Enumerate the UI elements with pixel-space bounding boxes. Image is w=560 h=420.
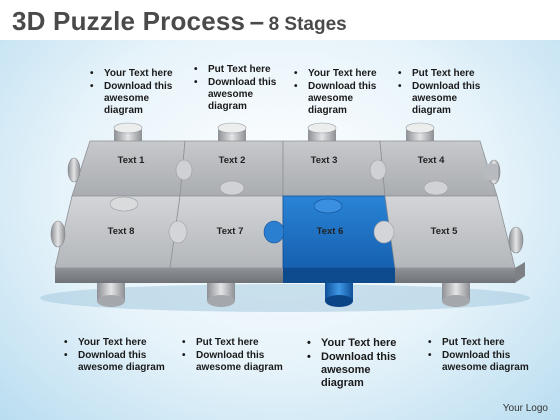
callout-bottom-1: Your Text here Download this awesome dia… — [62, 337, 166, 375]
piece-nub-blue — [313, 198, 343, 214]
peg-bottom-cap — [442, 295, 470, 307]
back-row — [71, 140, 498, 197]
callout-line: Put Text here — [192, 64, 288, 76]
peg-side-body — [484, 164, 498, 180]
callout-line: Put Text here — [180, 337, 284, 349]
piece-nub — [175, 159, 193, 181]
callout-line: Download this awesome diagram — [192, 77, 288, 113]
callout-line: Your Text here — [62, 337, 166, 349]
callout-line: Your Text here — [292, 68, 388, 80]
callout-line: Your Text here — [88, 68, 184, 80]
callout-top-1: Your Text here Download this awesome dia… — [88, 68, 184, 118]
peg-top-cap — [113, 122, 143, 134]
front-row — [54, 195, 516, 269]
callout-line: Download this awesome diagram — [426, 350, 530, 374]
front-edges — [55, 262, 525, 283]
peg-top-cap — [405, 122, 435, 134]
peg-bottom-cap — [97, 295, 125, 307]
callout-top-3: Your Text here Download this awesome dia… — [292, 68, 388, 118]
callout-line: Download this awesome diagram — [62, 350, 166, 374]
peg-bottom-cap — [207, 295, 235, 307]
piece-nub — [168, 220, 188, 244]
title-main: 3D Puzzle Process — [12, 6, 246, 36]
callout-line: Download this awesome diagram — [305, 351, 409, 390]
edge — [170, 268, 283, 283]
peg-top-cap — [217, 122, 247, 134]
edge-side — [515, 262, 525, 283]
callout-line: Download this awesome diagram — [180, 350, 284, 374]
edge-blue — [283, 268, 395, 283]
piece-label-8: Text 8 — [108, 226, 135, 237]
peg-bottom-cap-blue — [325, 295, 353, 307]
peg-side — [50, 220, 66, 248]
piece-label-6: Text 6 — [317, 226, 344, 237]
top-pegs — [113, 122, 435, 144]
title-dash: – — [249, 6, 265, 36]
edge — [395, 268, 515, 283]
piece-nub — [369, 159, 387, 181]
peg-top-cap — [307, 122, 337, 134]
title-subtitle: 8 Stages — [268, 14, 347, 35]
puzzle-piece-3 — [282, 140, 386, 197]
callout-line: Download this awesome diagram — [292, 81, 388, 117]
peg-side — [508, 226, 524, 254]
piece-label-7: Text 7 — [217, 226, 244, 237]
piece-nub — [219, 180, 245, 196]
callout-top-4: Put Text here Download this awesome diag… — [396, 68, 492, 118]
piece-label-5: Text 5 — [431, 226, 458, 237]
page-title: 3D Puzzle Process – 8 Stages — [12, 6, 347, 38]
callout-line: Download this awesome diagram — [88, 81, 184, 117]
callout-bottom-2: Put Text here Download this awesome diag… — [180, 337, 284, 375]
piece-nub — [423, 180, 449, 196]
piece-label-4: Text 4 — [418, 155, 445, 166]
piece-nub-blue — [263, 220, 285, 244]
edge — [55, 268, 170, 283]
piece-label-2: Text 2 — [219, 155, 246, 166]
piece-label-3: Text 3 — [311, 155, 338, 166]
puzzle-piece-1 — [71, 140, 186, 197]
footer-logo-text: Your Logo — [502, 403, 548, 414]
callout-bottom-3: Your Text here Download this awesome dia… — [305, 337, 409, 391]
bottom-pegs — [97, 283, 470, 307]
callout-top-2: Put Text here Download this awesome diag… — [192, 64, 288, 114]
piece-nub — [109, 196, 139, 212]
callout-line: Download this awesome diagram — [396, 81, 492, 117]
callout-bottom-4: Put Text here Download this awesome diag… — [426, 337, 530, 375]
piece-nub — [373, 220, 395, 244]
peg-side — [67, 157, 81, 183]
callout-line: Put Text here — [396, 68, 492, 80]
callout-line: Your Text here — [305, 337, 409, 350]
board-shadow — [40, 284, 530, 312]
piece-label-1: Text 1 — [118, 155, 145, 166]
callout-line: Put Text here — [426, 337, 530, 349]
